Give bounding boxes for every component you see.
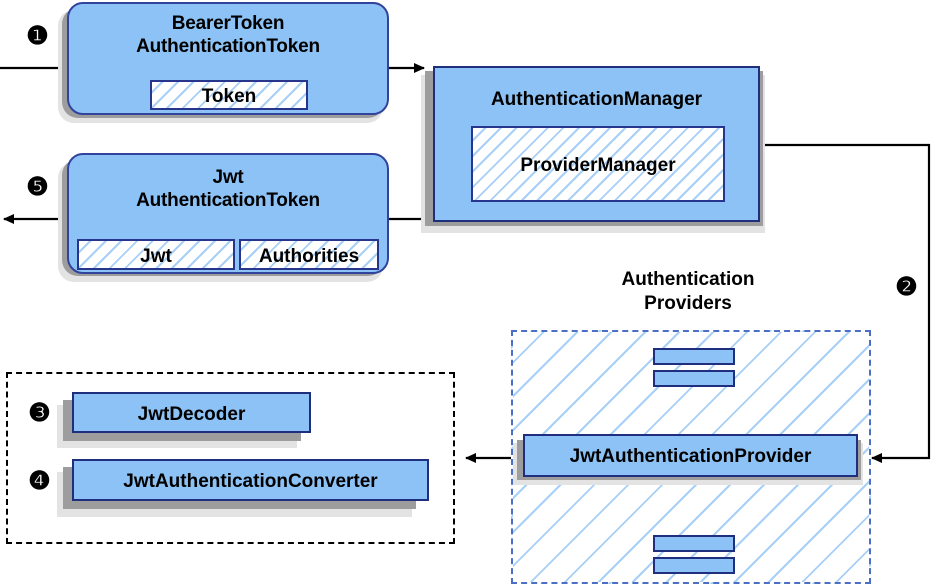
bearer-token-field-token: Token [150,80,308,110]
support-components-region [6,372,455,544]
arrow-manager-to-provider [760,143,931,463]
jwt-decoder-box[interactable]: JwtDecoder [72,392,311,433]
provider-placeholder-bar-1 [653,348,735,365]
provider-manager-label: ProviderManager [520,155,676,176]
jwt-token-title-line1: Jwt [212,167,244,188]
provider-placeholder-bar-2 [653,370,735,387]
bearer-token-field-token-label: Token [201,86,257,107]
authentication-manager-title: AuthenticationManager [490,89,703,110]
provider-placeholder-bar-3 [653,535,735,552]
jwt-authentication-converter-label: JwtAuthenticationConverter [123,471,378,492]
authentication-manager-box[interactable]: AuthenticationManager ProviderManager [433,66,760,222]
jwt-authentication-provider-box[interactable]: JwtAuthenticationProvider [523,434,858,477]
jwt-authentication-token-box[interactable]: Jwt AuthenticationToken Jwt Authorities [67,153,389,274]
bearer-token-title: BearerToken AuthenticationToken [69,12,387,58]
jwt-token-title-line2: AuthenticationToken [136,190,320,211]
step-marker-2: ❷ [895,273,918,301]
bearer-token-title-line1: BearerToken [171,13,285,34]
bearer-token-authentication-token-box[interactable]: BearerToken AuthenticationToken Token [67,2,389,115]
jwt-token-field-jwt-label: Jwt [140,246,172,267]
jwt-token-field-authorities: Authorities [239,239,379,270]
bearer-token-title-line2: AuthenticationToken [136,36,320,57]
providers-group-title: Authentication Providers [568,268,808,316]
step-marker-1: ❶ [26,22,49,50]
jwt-authentication-converter-box[interactable]: JwtAuthenticationConverter [72,459,429,501]
provider-manager-pane: ProviderManager [471,126,725,202]
step-marker-4: ❹ [28,467,51,495]
providers-group-title-line2: Providers [644,293,732,314]
providers-group-title-line1: Authentication [621,269,755,290]
jwt-token-field-authorities-label: Authorities [258,246,360,267]
provider-placeholder-bar-4 [653,557,735,574]
jwt-token-field-jwt: Jwt [77,239,235,270]
jwt-token-title: Jwt AuthenticationToken [69,166,387,212]
jwt-authentication-provider-label: JwtAuthenticationProvider [569,446,812,467]
step-marker-5: ❺ [26,173,49,201]
step-marker-3: ❸ [28,399,51,427]
jwt-decoder-label: JwtDecoder [137,404,246,425]
